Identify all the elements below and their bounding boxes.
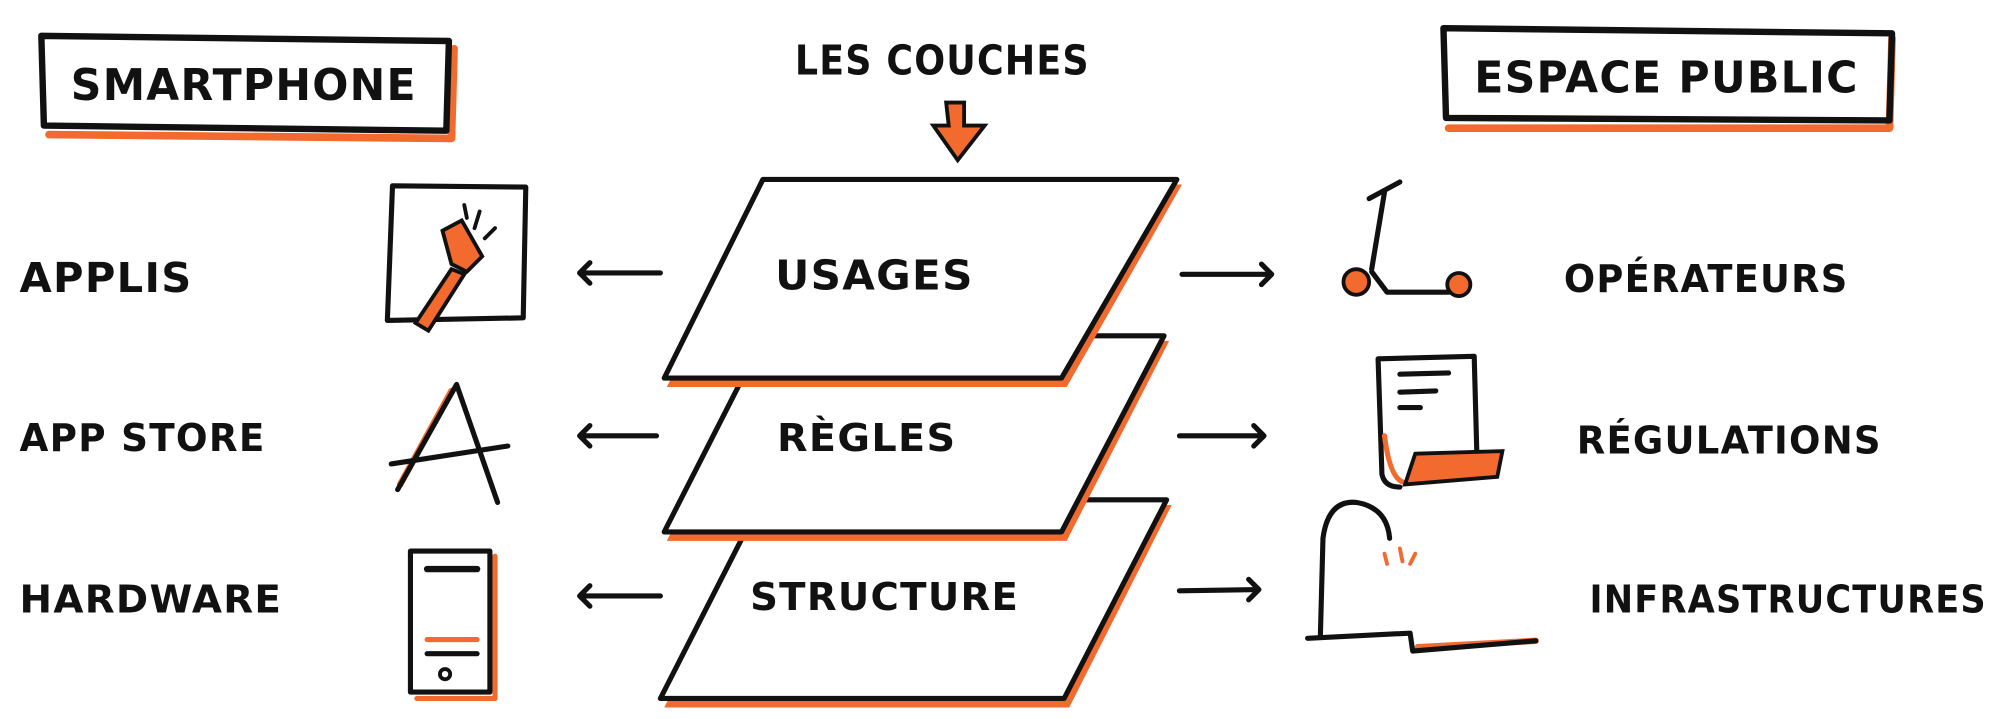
- left-label-hardware: HARDWARE: [20, 578, 283, 623]
- espace-public-header-box: ESPACE PUBLIC: [1440, 24, 1896, 133]
- scroll-document-icon: [1375, 353, 1505, 490]
- arrow-left-icon: [577, 422, 660, 449]
- right-label-infrastructures: INFRASTRUCTURES: [1590, 578, 1987, 623]
- street-lamp-icon: [1305, 499, 1539, 654]
- diagram-title: LES COUCHES: [795, 36, 1090, 84]
- arrow-left-icon: [577, 583, 663, 609]
- left-label-applis: APPLIS: [20, 254, 193, 302]
- left-label-app-store: APP STORE: [20, 416, 266, 461]
- layer-usages: USAGES: [661, 176, 1182, 388]
- flashlight-app-icon: [384, 183, 529, 334]
- smartphone-icon: [407, 548, 498, 702]
- layer-label-regles: RÈGLES: [777, 414, 956, 461]
- arrow-left-icon: [577, 260, 663, 286]
- arrow-right-icon: [1176, 422, 1267, 449]
- smartphone-header-box: SMARTPHONE: [38, 32, 458, 143]
- left-arrows: [577, 260, 663, 609]
- layer-label-structure: STRUCTURE: [750, 575, 1019, 620]
- right-label-operateurs: OPÉRATEURS: [1564, 255, 1849, 302]
- down-arrow-icon: [929, 100, 989, 164]
- arrow-right-icon: [1179, 261, 1275, 288]
- smartphone-header: SMARTPHONE: [71, 61, 417, 111]
- espace-public-header: ESPACE PUBLIC: [1474, 53, 1858, 103]
- arrow-right-icon: [1176, 576, 1262, 603]
- layer-label-usages: USAGES: [775, 252, 974, 300]
- right-label-regulations: RÉGULATIONS: [1577, 417, 1882, 464]
- app-store-icon: [388, 381, 511, 505]
- scooter-icon: [1341, 179, 1473, 298]
- right-arrows: [1176, 261, 1275, 603]
- layer-structure: STRUCTURE: [657, 497, 1172, 708]
